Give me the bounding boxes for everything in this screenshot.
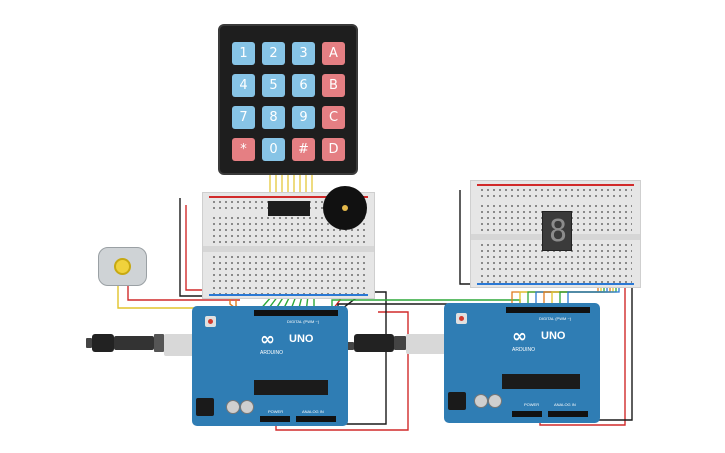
- keypad-4x4[interactable]: 1 2 3 A 4 5 6 B 7 8 9 C * 0 # D: [218, 24, 358, 175]
- keypad-key-2[interactable]: 2: [262, 42, 285, 65]
- piezo-buzzer[interactable]: [323, 186, 367, 230]
- center-channel: [203, 246, 374, 252]
- usb-cable-left-head[interactable]: [92, 334, 114, 352]
- keypad-key-5[interactable]: 5: [262, 74, 285, 97]
- capacitor: [474, 394, 488, 408]
- power-jack[interactable]: [448, 392, 466, 410]
- analog-header: [548, 411, 588, 417]
- reset-button[interactable]: [456, 313, 467, 324]
- power-label: POWER: [268, 409, 284, 414]
- rail-holes: [479, 187, 632, 199]
- analog-label: ANALOG IN: [302, 409, 324, 414]
- keypad-key-star[interactable]: *: [232, 138, 255, 161]
- seven-segment-display[interactable]: 8: [542, 211, 572, 251]
- keypad-grid: 1 2 3 A 4 5 6 B 7 8 9 C * 0 # D: [232, 42, 348, 166]
- usb-cable-left-body[interactable]: [114, 336, 154, 350]
- usb-cable-right-collar[interactable]: [394, 336, 406, 350]
- keypad-key-8[interactable]: 8: [262, 106, 285, 129]
- capacitor: [226, 400, 240, 414]
- usb-cable-left-collar[interactable]: [154, 334, 164, 352]
- digital-label: DIGITAL (PWM ~): [539, 316, 572, 321]
- reset-button[interactable]: [205, 316, 216, 327]
- analog-header: [296, 416, 336, 422]
- keypad-key-b[interactable]: B: [322, 74, 345, 97]
- power-label: POWER: [524, 402, 540, 407]
- arduino-logo-icon: ∞: [260, 329, 275, 350]
- capacitor: [488, 394, 502, 408]
- digital-header: [254, 310, 338, 316]
- power-rail-red: [209, 196, 368, 198]
- microcontroller-chip: [254, 380, 328, 395]
- keypad-key-0[interactable]: 0: [262, 138, 285, 161]
- rail-holes: [479, 273, 632, 283]
- usb-cable-right-head[interactable]: [354, 334, 394, 352]
- keypad-key-d[interactable]: D: [322, 138, 345, 161]
- rail-holes: [211, 285, 366, 295]
- keypad-key-6[interactable]: 6: [292, 74, 315, 97]
- seven-segment-digit: 8: [548, 214, 568, 249]
- arduino-logo-icon: ∞: [512, 326, 527, 347]
- keypad-key-a[interactable]: A: [322, 42, 345, 65]
- motor-shaft: [114, 258, 131, 275]
- digital-header: [506, 307, 590, 313]
- keypad-key-1[interactable]: 1: [232, 42, 255, 65]
- motor-power-wire[interactable]: [127, 283, 240, 301]
- dc-motor[interactable]: [98, 247, 147, 286]
- power-rail-red: [477, 184, 634, 186]
- arduino-uno-left[interactable]: DIGITAL (PWM ~) ∞ UNO ARDUINO POWER ANAL…: [192, 306, 348, 426]
- terminal-holes-bottom: [211, 254, 366, 284]
- analog-label: ANALOG IN: [554, 402, 576, 407]
- arduino-brand: ARDUINO: [260, 350, 284, 356]
- power-rail-blue: [477, 283, 634, 285]
- buzzer-center: [342, 205, 348, 211]
- power-loop-wire[interactable]: [275, 311, 409, 431]
- power-rail-blue: [209, 294, 368, 296]
- digital-label: DIGITAL (PWM ~): [287, 319, 320, 324]
- keypad-key-c[interactable]: C: [322, 106, 345, 129]
- keypad-key-hash[interactable]: #: [292, 138, 315, 161]
- power-header: [260, 416, 290, 422]
- gnd-wire[interactable]: [179, 198, 205, 297]
- keypad-key-7[interactable]: 7: [232, 106, 255, 129]
- usb-plug-left-tip[interactable]: [86, 338, 92, 348]
- capacitor: [240, 400, 254, 414]
- arduino-brand: ARDUINO: [512, 347, 536, 353]
- ic-chip[interactable]: [268, 201, 310, 216]
- keypad-key-9[interactable]: 9: [292, 106, 315, 129]
- breadboard-right[interactable]: [470, 180, 641, 288]
- keypad-key-4[interactable]: 4: [232, 74, 255, 97]
- power-header: [512, 411, 542, 417]
- power-jack[interactable]: [196, 398, 214, 416]
- arduino-uno-right[interactable]: DIGITAL (PWM ~) ∞ UNO ARDUINO POWER ANAL…: [444, 303, 600, 423]
- keypad-key-3[interactable]: 3: [292, 42, 315, 65]
- arduino-model: UNO: [541, 330, 566, 342]
- microcontroller-chip: [502, 374, 580, 389]
- arduino-model: UNO: [289, 333, 314, 345]
